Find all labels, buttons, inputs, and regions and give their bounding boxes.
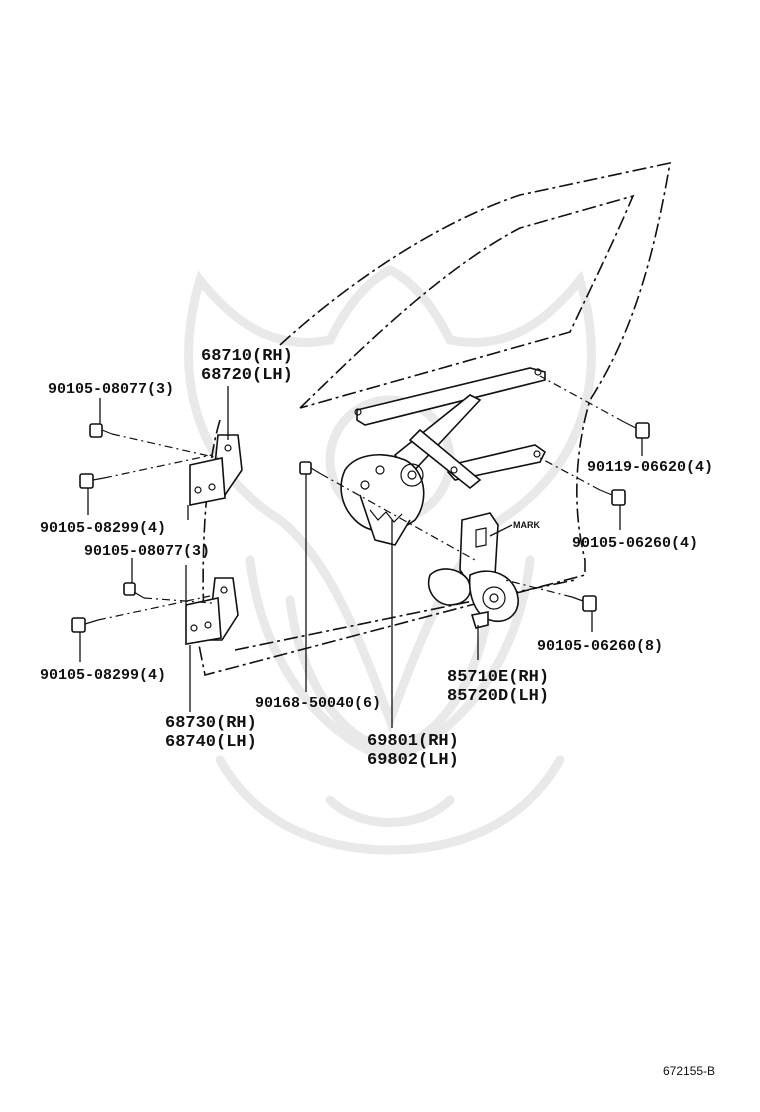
bolt-icon [79, 473, 105, 489]
bolt-icon [89, 423, 113, 438]
callout-motor-lh: 85720D(LH) [447, 687, 549, 706]
bolts [71, 421, 650, 633]
door-outline [197, 161, 671, 676]
callout-upper-hinge-lh: 68720(LH) [201, 366, 293, 385]
callout-bolt-regulator-lower: 90105-06260(8) [537, 638, 663, 655]
watermark-emblem [184, 264, 596, 855]
callout-regulator-rh: 69801(RH) [367, 732, 459, 751]
bolt-icon [623, 421, 650, 439]
callout-bolt-lower-hinge-body: 90105-08299(4) [40, 667, 166, 684]
callout-bolt-lower-hinge: 90105-08077(3) [84, 543, 210, 560]
callout-bolt-upper-hinge: 90105-08077(3) [48, 381, 174, 398]
callout-lower-hinge-lh: 68740(LH) [165, 733, 257, 752]
callout-bolt-regulator-rail: 90119-06620(4) [587, 459, 713, 476]
motor-mark-label: MARK [513, 520, 540, 530]
figure-reference: 672155-B [663, 1064, 715, 1078]
upper-hinge [189, 434, 243, 506]
bolt-icon [599, 489, 626, 506]
callout-bolt-upper-hinge-body: 90105-08299(4) [40, 520, 166, 537]
callout-bolt-regulator-upper: 90105-06260(4) [572, 535, 698, 552]
callout-rivet: 90168-50040(6) [255, 695, 381, 712]
callout-labels: 90105-08077(3) 68710(RH) 68720(LH) 90105… [40, 347, 713, 770]
callout-upper-hinge-rh: 68710(RH) [201, 347, 293, 366]
window-motor: MARK [428, 512, 540, 629]
lower-hinge [185, 577, 239, 645]
assembly-lines [97, 375, 625, 621]
callout-motor-rh: 85710E(RH) [447, 668, 549, 687]
bolt-icon [299, 461, 322, 475]
bolt-icon [123, 582, 145, 599]
bolt-icon [71, 617, 99, 633]
bolt-icon [571, 595, 597, 612]
leader-lines [79, 386, 643, 728]
window-regulator [340, 367, 547, 546]
callout-regulator-lh: 69802(LH) [367, 751, 459, 770]
callout-lower-hinge-rh: 68730(RH) [165, 714, 257, 733]
